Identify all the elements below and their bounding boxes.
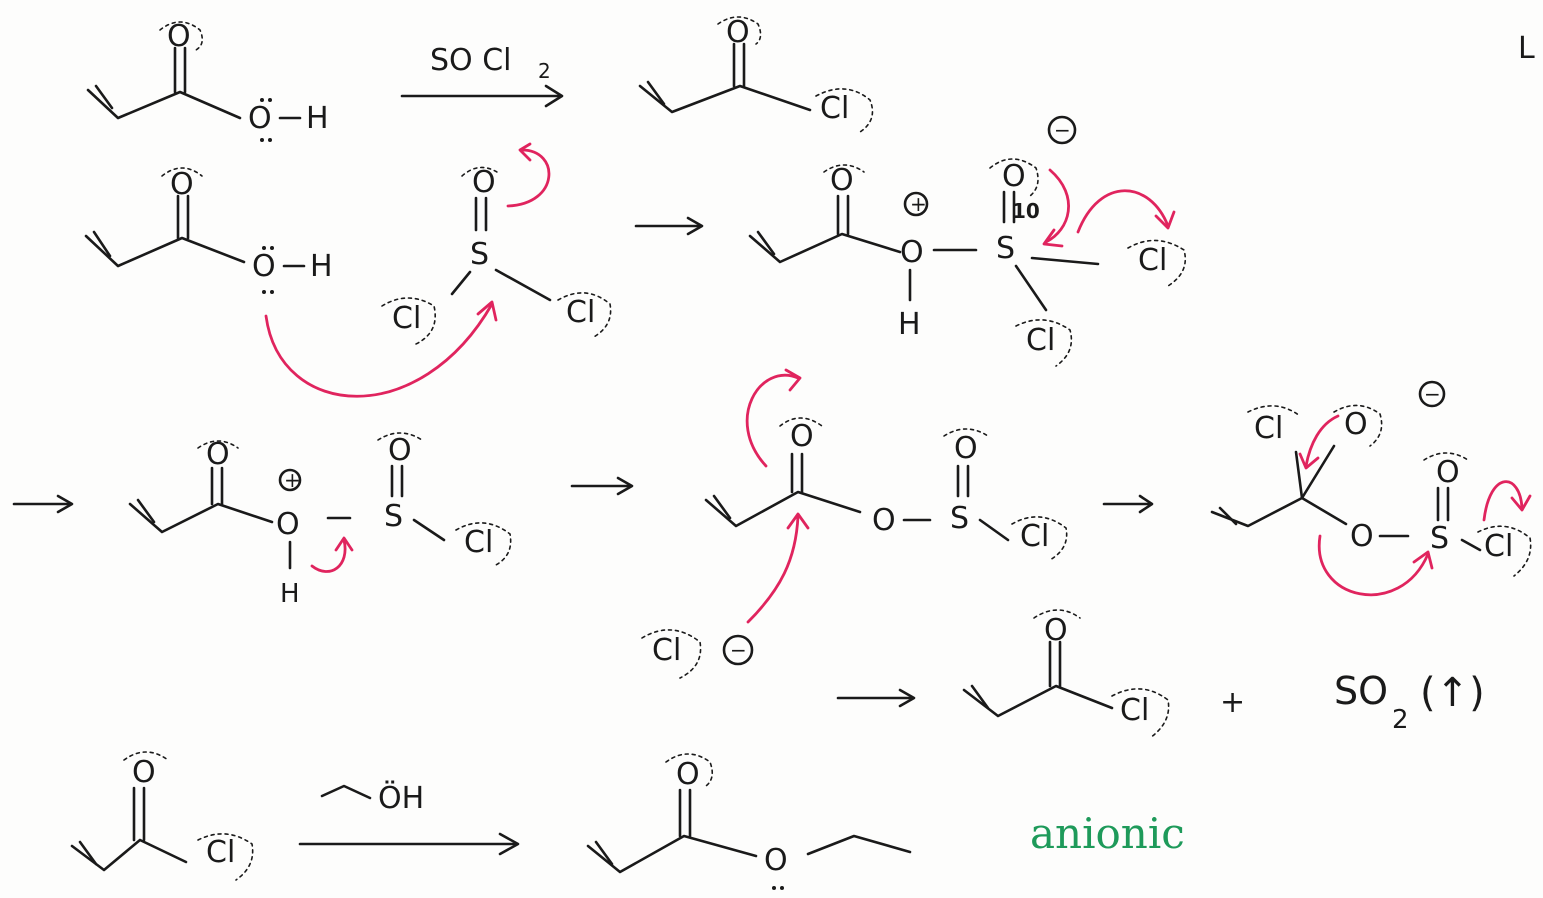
curved-arrow-o-s-bond (1317, 534, 1434, 597)
atom-o: O (726, 15, 750, 50)
atom-cl: Cl (392, 301, 421, 336)
atom-cl: Cl (1026, 323, 1055, 358)
atom-o: O (764, 843, 788, 878)
reaction-arrow-3b (570, 476, 634, 496)
atom-o: O (388, 433, 412, 468)
atom-cl: Cl (652, 633, 681, 668)
atom-o: O (248, 101, 272, 136)
reaction-arrow-2 (634, 216, 704, 236)
curved-arrow-o-to-s (1042, 168, 1070, 248)
atom-o: O (1350, 519, 1374, 554)
curved-arrow-oh-bond (310, 536, 354, 573)
atom-cl: Cl (1138, 243, 1167, 278)
reagent-label: SO Cl (430, 43, 511, 78)
row4-acid-chloride: O Cl (70, 751, 254, 881)
atom-cl: Cl (1120, 693, 1149, 728)
row3-chlorosulfite-protonated: O + O H S O Cl (128, 432, 512, 609)
atom-h: H (898, 307, 921, 342)
reagent-ethanol: ÖH (378, 780, 424, 816)
atom-h: H (306, 101, 329, 136)
charge-minus: − (730, 638, 747, 662)
row2-thionyl-chloride: O S Cl Cl (381, 165, 612, 345)
atom-cl: Cl (1484, 529, 1513, 564)
anionic-note: anionic (1030, 809, 1185, 858)
row2-tetrahedral-intermediate: O O + H S 10 O − Cl Cl (748, 115, 1187, 367)
valence-label: 10 (1012, 199, 1040, 223)
atom-h: H (310, 249, 333, 284)
atom-cl: Cl (1254, 411, 1283, 446)
row3-chlorosulfite: O O S O Cl (704, 417, 1068, 561)
atom-o: O (1044, 613, 1068, 648)
atom-o: O (252, 249, 276, 284)
atom-o: O (170, 167, 194, 202)
so2-label: SO (1334, 669, 1388, 713)
curved-arrow-s-cl-leave (1482, 480, 1532, 522)
atom-cl: Cl (566, 295, 595, 330)
reaction-arrow-3c (1102, 494, 1154, 514)
atom-cl: Cl (206, 835, 235, 870)
charge-plus: + (284, 468, 301, 492)
reaction-arrow-3d (836, 688, 916, 708)
atom-o: O (900, 235, 924, 270)
atom-o: O (830, 163, 854, 198)
curved-arrow-pi-to-o (745, 368, 802, 468)
atom-cl: Cl (820, 91, 849, 126)
row4-ester-product: O O (586, 753, 912, 890)
products-acid-chloride: O Cl (962, 609, 1170, 739)
reaction-arrow-1: SO Cl 2 (400, 43, 564, 108)
atom-s: S (996, 231, 1015, 266)
curved-arrow-so-pi (506, 142, 551, 208)
corner-letter: L (1518, 31, 1535, 66)
atom-o: O (676, 757, 700, 792)
so2-subscript: 2 (1392, 705, 1409, 735)
atom-o: O (1344, 407, 1368, 442)
reaction-arrow-4: ÖH (298, 780, 520, 856)
atom-o: O (1002, 159, 1026, 194)
curved-arrow-s-cl-bond (1076, 189, 1176, 234)
curved-arrow-cl-to-c (746, 512, 810, 624)
atom-o: O (472, 165, 496, 200)
atom-h: H (280, 579, 300, 609)
atom-o: O (790, 419, 814, 454)
charge-minus: − (1424, 382, 1441, 406)
atom-s: S (950, 501, 969, 536)
so2-product: SO 2 (↑) (1334, 669, 1485, 735)
so2-gas-label: (↑) (1420, 670, 1485, 716)
row3-tetrahedral-chloride: Cl O − O S O Cl (1210, 380, 1532, 577)
atom-o: O (206, 437, 230, 472)
row2-acrylic-acid: O O H (84, 167, 333, 294)
atom-o: O (954, 431, 978, 466)
atom-cl: Cl (464, 525, 493, 560)
chloride-ion: Cl − (641, 629, 754, 679)
atom-o: O (1436, 455, 1460, 490)
curved-arrow-oh-to-s (264, 300, 498, 398)
reaction-arrow-3a (12, 494, 74, 514)
atom-o: O (167, 19, 191, 54)
reagent-subscript: 2 (538, 59, 551, 83)
charge-minus: − (1054, 118, 1071, 142)
atom-o: O (276, 507, 300, 542)
row1-acrylic-acid: O O H (86, 19, 329, 142)
atom-o: O (132, 755, 156, 790)
atom-cl: Cl (1020, 519, 1049, 554)
atom-s: S (1430, 521, 1449, 556)
atom-s: S (384, 499, 403, 534)
atom-s: S (470, 237, 489, 272)
plus-sign: + (1220, 685, 1245, 720)
curved-arrow-o-reform-pi (1298, 414, 1340, 470)
atom-o: O (872, 503, 896, 538)
charge-plus: + (910, 192, 927, 216)
row1-acryloyl-chloride: O Cl (638, 15, 874, 133)
